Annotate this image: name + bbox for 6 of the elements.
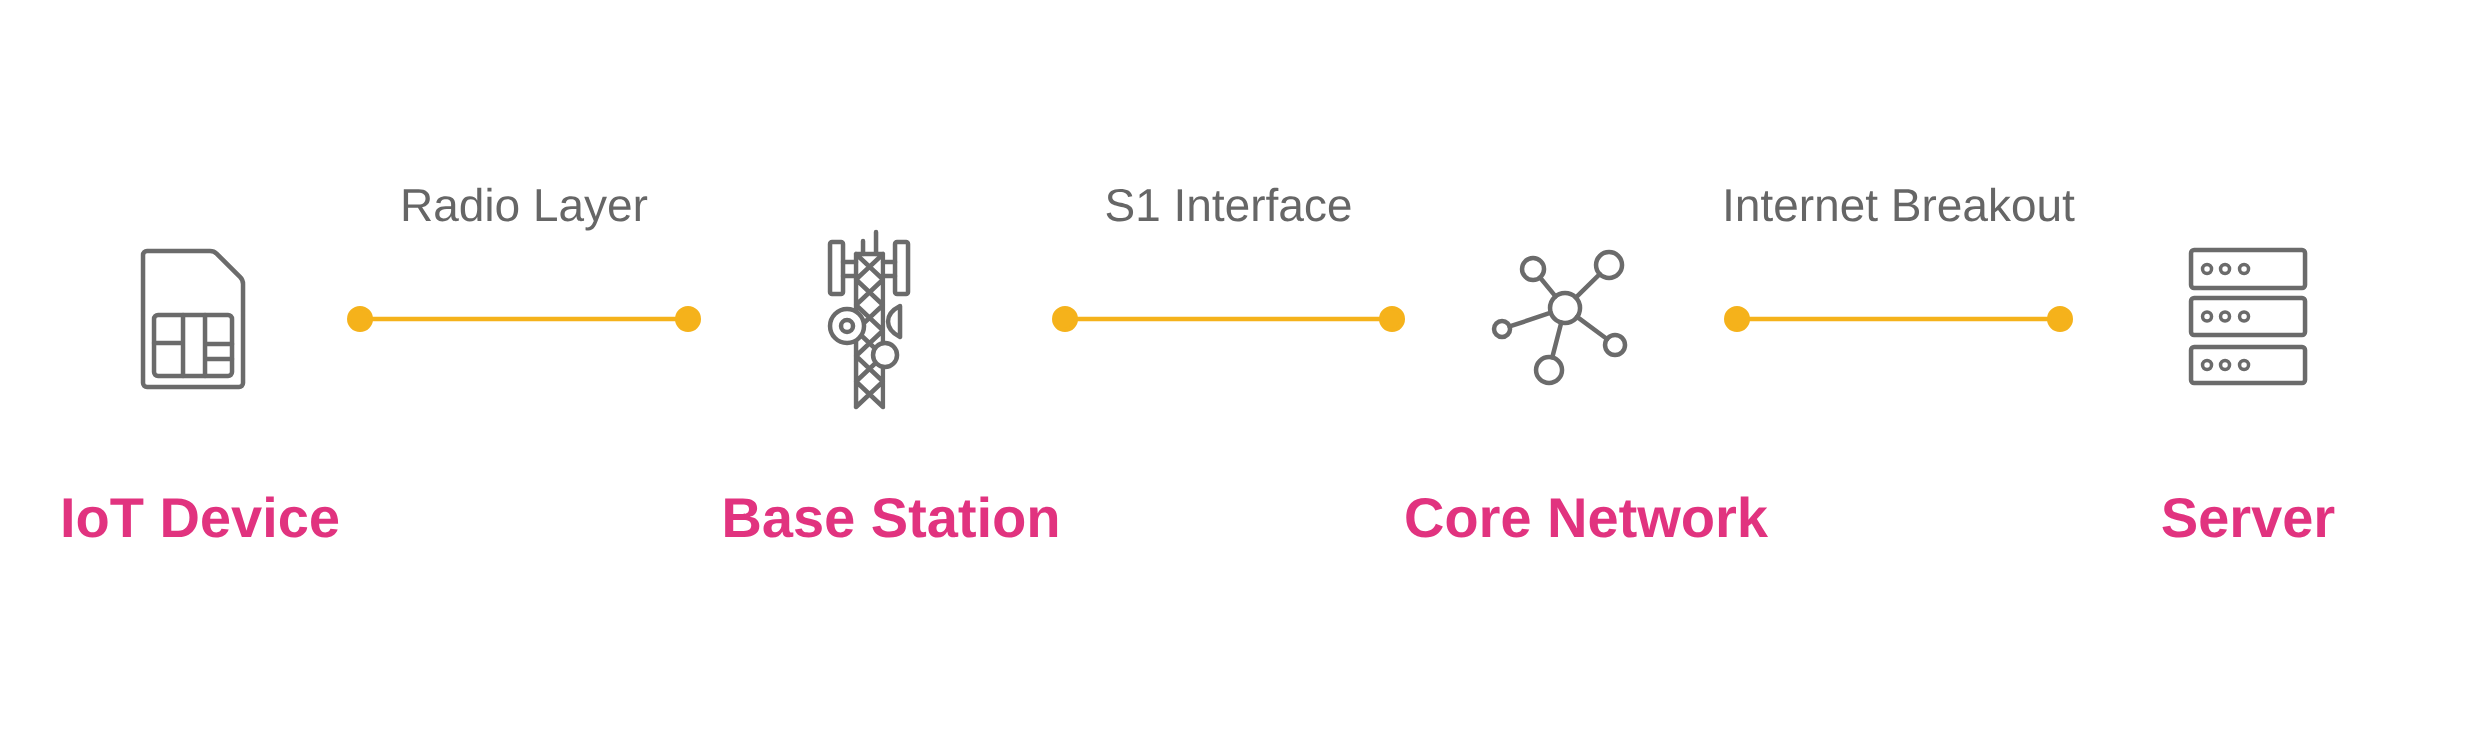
edge-label: Internet Breakout: [1726, 187, 2075, 222]
node-label: IoT Device: [63, 496, 339, 538]
edge-label: S1 Interface: [1106, 187, 1351, 222]
node-label: Base Station: [725, 496, 1058, 538]
node-label: Server: [2162, 497, 2335, 538]
node-label: Core Network: [1406, 496, 1769, 538]
